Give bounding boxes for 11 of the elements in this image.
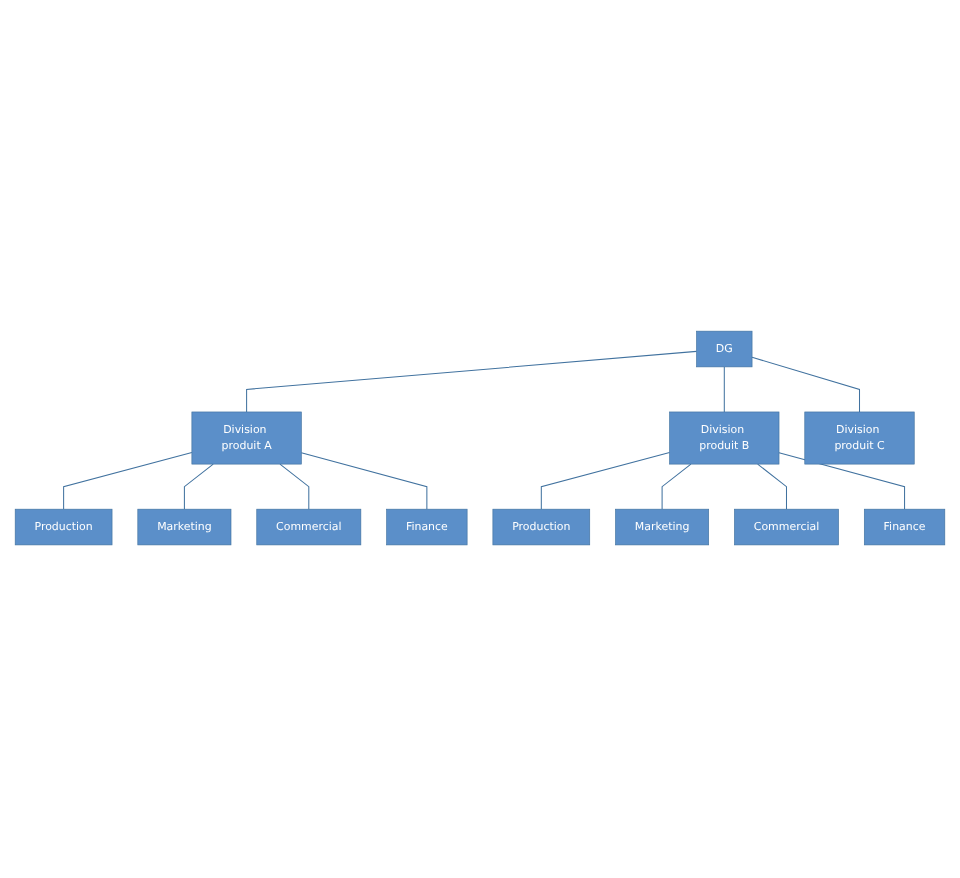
connector bbox=[661, 464, 692, 511]
connector bbox=[757, 464, 787, 511]
connector bbox=[540, 453, 671, 511]
connector bbox=[183, 464, 214, 511]
connector bbox=[778, 453, 906, 511]
connector bbox=[246, 351, 698, 414]
connector bbox=[279, 464, 310, 511]
connector bbox=[751, 357, 861, 414]
connector bbox=[723, 367, 725, 414]
connector bbox=[63, 453, 193, 511]
connector bbox=[300, 453, 428, 511]
